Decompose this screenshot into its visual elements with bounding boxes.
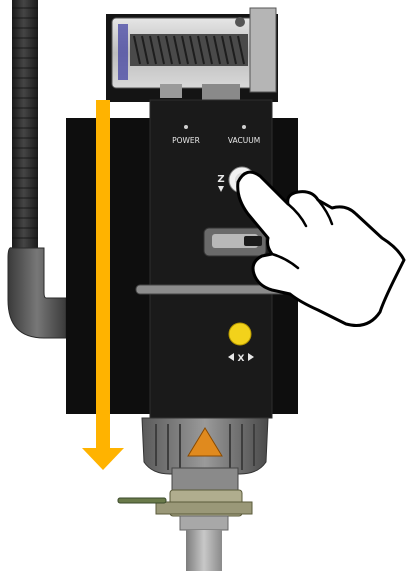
motor-housing xyxy=(106,8,278,102)
vacuum-led xyxy=(242,125,246,129)
vacuum-label: VACUUM xyxy=(228,136,260,145)
latch[interactable] xyxy=(204,228,266,256)
vacuum-hose xyxy=(12,0,38,252)
power-label: POWER xyxy=(172,136,200,145)
spindle-head xyxy=(142,418,268,474)
power-led xyxy=(184,125,188,129)
side-lever[interactable] xyxy=(118,498,166,503)
hose-elbow xyxy=(8,248,66,338)
tool-shaft xyxy=(186,530,222,571)
collet xyxy=(118,468,252,571)
z-axis-label: Z xyxy=(217,174,224,185)
x-axis-label: X xyxy=(238,354,245,364)
x-axis-button[interactable] xyxy=(229,323,251,345)
